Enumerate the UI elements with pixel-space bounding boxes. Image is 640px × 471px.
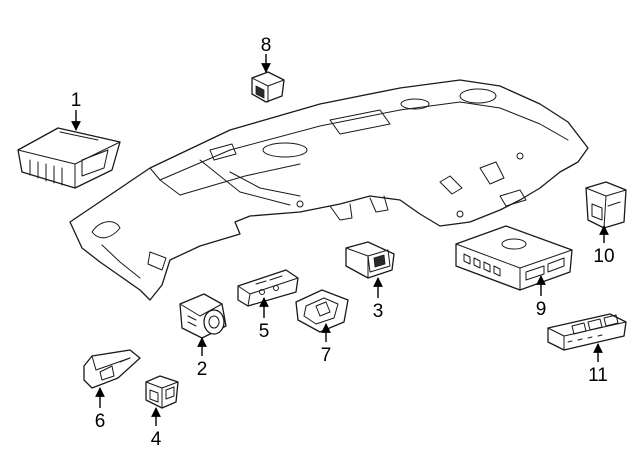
part-3-switch <box>345 241 395 279</box>
callout-1: 1 <box>71 90 82 111</box>
part-4-switch <box>145 375 179 409</box>
part-6-bracket <box>83 349 141 389</box>
callout-2: 2 <box>197 359 208 380</box>
callout-3: 3 <box>373 301 384 322</box>
part-1-control-module <box>17 127 121 189</box>
part-9-radio-receiver <box>455 225 573 291</box>
leader-arrows <box>71 54 609 426</box>
callout-10: 10 <box>593 246 614 267</box>
callout-9: 9 <box>536 299 547 320</box>
part-7-switch <box>295 289 349 333</box>
callout-11: 11 <box>588 365 608 386</box>
callout-8: 8 <box>261 35 272 56</box>
callout-5: 5 <box>259 321 270 342</box>
part-2-switch <box>179 293 227 339</box>
callout-4: 4 <box>151 429 162 450</box>
part-11-switch-bank <box>547 313 627 351</box>
callout-numbers: 1 8 10 9 3 5 7 2 11 6 4 <box>71 35 615 450</box>
callout-7: 7 <box>321 345 332 366</box>
part-8-sensor <box>251 71 285 103</box>
instrument-panel-carrier <box>69 79 589 301</box>
callout-6: 6 <box>95 411 106 432</box>
part-10-module <box>585 181 627 229</box>
part-5-switch <box>237 269 299 307</box>
